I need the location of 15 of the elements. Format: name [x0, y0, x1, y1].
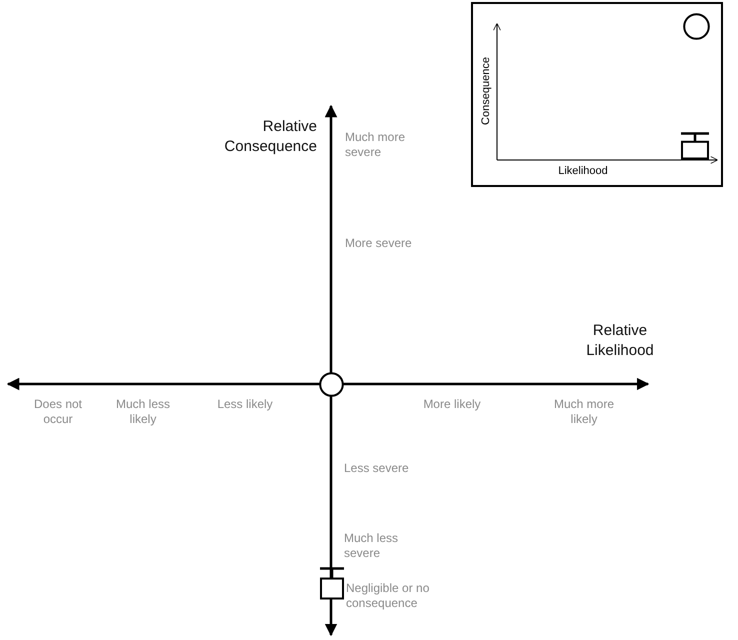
axis-title: Relative Likelihood: [585, 321, 655, 361]
scale-label: Less likely: [216, 397, 274, 412]
scale-label: Much more severe: [345, 130, 406, 160]
scale-label: Much less severe: [344, 531, 400, 561]
scale-label: Less severe: [344, 461, 410, 476]
scale-label: More severe: [345, 236, 413, 251]
scale-label: Does not occur: [32, 397, 84, 427]
scale-label: Much more likely: [552, 397, 616, 427]
scale-label: Much less likely: [114, 397, 172, 427]
scale-label: More likely: [422, 397, 482, 412]
axis-title: Relative Consequence: [223, 117, 317, 157]
inset-panel: [471, 2, 723, 187]
axis-title: Consequence: [479, 56, 493, 127]
scale-label: Negligible or no consequence: [346, 581, 430, 611]
axis-title: Likelihood: [557, 164, 609, 178]
